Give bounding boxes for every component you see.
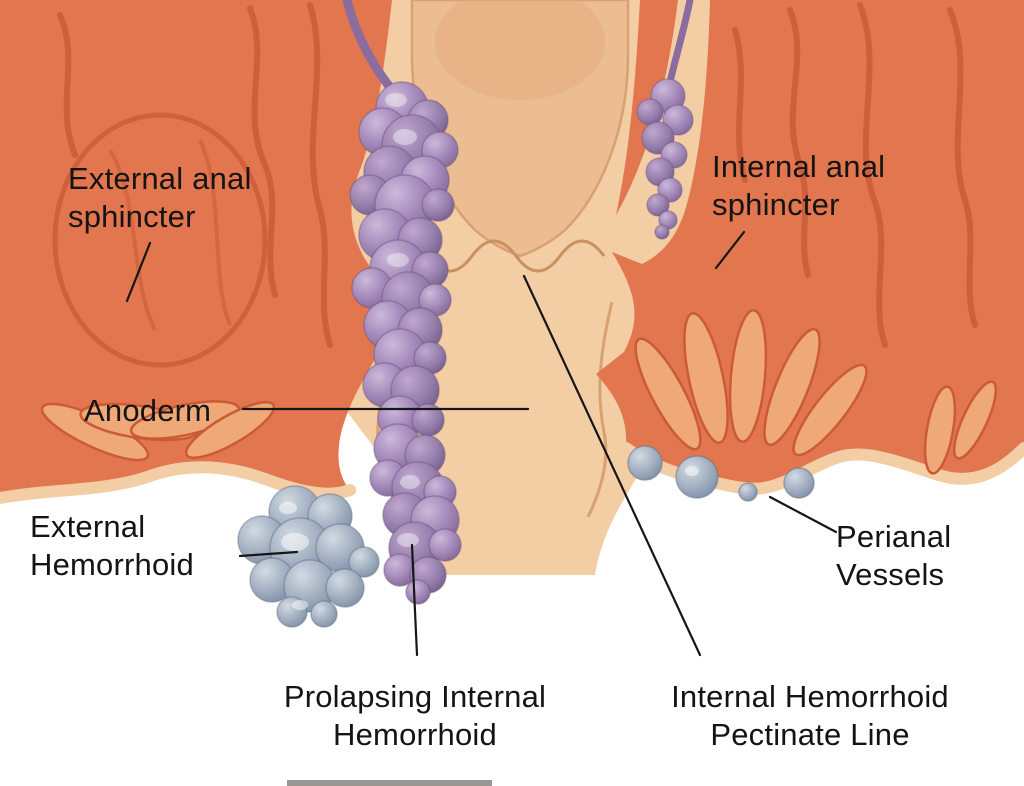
perianal-vessel-highlight	[685, 466, 699, 476]
external-hemorrhoid-highlights	[279, 502, 309, 610]
leader-internal-hemorrhoid-pectinate-line	[522, 274, 702, 657]
external-sphincter-muscle	[0, 0, 392, 498]
leader-prolapsing-internal-hemorrhoid	[410, 543, 419, 657]
prolapsing-hemorrhoid-cluster	[349, 81, 462, 605]
external-hemorrhoid-cluster	[237, 485, 380, 628]
leader-perianal-vessels	[768, 495, 838, 534]
rectum-shading	[435, 0, 605, 100]
leader-lines	[125, 230, 838, 657]
right-muscle-fan	[634, 308, 998, 475]
label-external-anal-sphincter: External anal sphincter	[68, 161, 252, 234]
left-muscle-fibers	[57, 2, 333, 348]
leader-external-hemorrhoid	[238, 550, 299, 558]
left-muscle-bundle	[52, 112, 268, 368]
label-internal-anal-sphincter: Internal anal sphincter	[712, 149, 886, 222]
internal-hemorrhoid-stalk	[666, 0, 694, 86]
label-external-hemorrhoid: External Hemorrhoid	[30, 509, 194, 582]
cropped-watermark	[287, 780, 492, 786]
pectinate-line-scallops	[426, 239, 606, 273]
perianal-vessels-cluster	[627, 445, 815, 502]
right-muscle-fibers	[732, 2, 978, 348]
label-internal-hemorrhoid-pectinate-line: Internal Hemorrhoid Pectinate Line	[671, 679, 949, 752]
canal-wall-right	[586, 301, 614, 518]
hemorrhoid-stalk	[342, 0, 397, 95]
left-muscle-fan	[40, 400, 276, 462]
internal-hemorrhoid-cluster	[636, 78, 694, 240]
left-muscle-bundle-inner	[108, 139, 232, 331]
label-perianal-vessels: Perianal Vessels	[836, 519, 952, 592]
label-anoderm: Anoderm	[84, 393, 212, 428]
label-prolapsing-internal-hemorrhoid: Prolapsing Internal Hemorrhoid	[283, 679, 547, 752]
hemorrhoid-highlights	[385, 93, 420, 547]
leader-internal-anal-sphincter	[714, 230, 746, 270]
leader-external-anal-sphincter	[125, 241, 152, 303]
